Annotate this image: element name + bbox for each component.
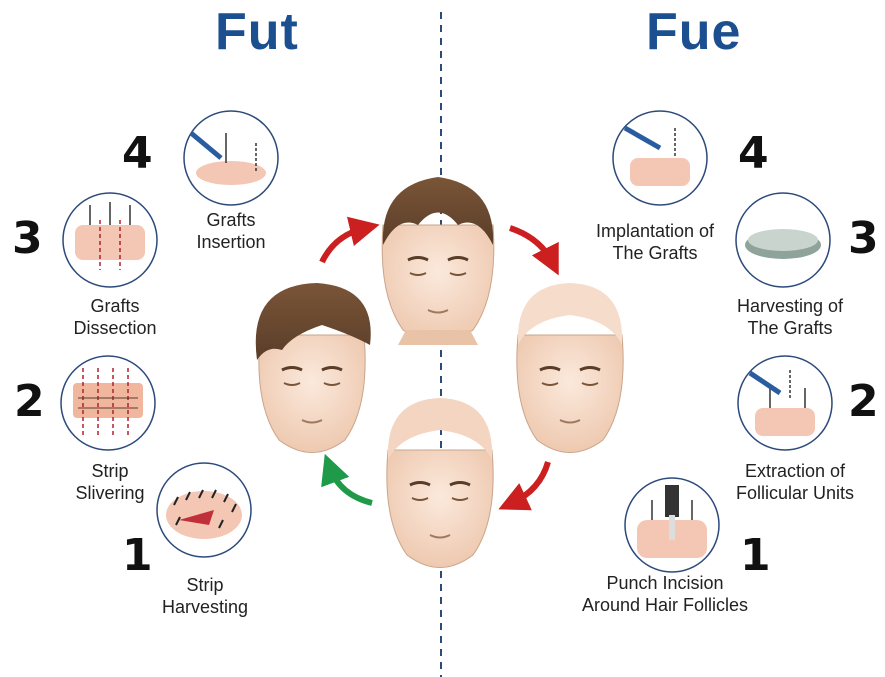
fut-step-1-caption: Strip Harvesting: [150, 574, 260, 618]
fue-step-2-caption: Extraction of Follicular Units: [715, 460, 875, 504]
fue-step-1-illustration: [625, 478, 719, 572]
fut-step-3-line1: Grafts: [55, 295, 175, 317]
fut-step-1-illustration: [157, 463, 251, 557]
fut-step-3-number: 3: [12, 213, 43, 264]
fut-step-2-line2: Slivering: [55, 482, 165, 504]
head-right: [517, 283, 623, 453]
fue-step-4-illustration: [613, 111, 707, 205]
fut-step-4-caption: Grafts Insertion: [176, 209, 286, 253]
arrow-left-to-top: [322, 228, 365, 262]
fue-step-1-line2: Around Hair Follicles: [560, 594, 770, 616]
fue-step-2-line1: Extraction of: [715, 460, 875, 482]
fut-step-4-number: 4: [122, 128, 153, 179]
fue-step-2-line2: Follicular Units: [715, 482, 875, 504]
fue-step-3-caption: Harvesting of The Grafts: [710, 295, 870, 339]
fue-step-3-line2: The Grafts: [710, 317, 870, 339]
arrow-top-to-right: [510, 228, 552, 262]
fut-step-4-illustration: [184, 111, 278, 205]
fue-step-4-number: 4: [738, 128, 769, 179]
fue-step-3-line1: Harvesting of: [710, 295, 870, 317]
fue-step-2-number: 2: [848, 376, 879, 427]
fut-step-3-line2: Dissection: [55, 317, 175, 339]
arrow-bottom-to-left: [330, 468, 372, 503]
fue-step-1-line1: Punch Incision: [560, 572, 770, 594]
fut-step-3-illustration: [63, 193, 157, 287]
fut-step-2-illustration: [61, 356, 155, 450]
fut-step-2-caption: Strip Slivering: [55, 460, 165, 504]
fut-step-1-line2: Harvesting: [150, 596, 260, 618]
fue-step-2-illustration: [738, 356, 832, 450]
fue-step-3-illustration: [736, 193, 830, 287]
fut-step-3-caption: Grafts Dissection: [55, 295, 175, 339]
fut-step-2-line1: Strip: [55, 460, 165, 482]
fut-step-4-line2: Insertion: [176, 231, 286, 253]
fut-step-2-number: 2: [14, 376, 45, 427]
fut-step-1-number: 1: [122, 530, 153, 581]
head-bottom: [387, 398, 493, 568]
fue-step-4-line2: The Grafts: [570, 242, 740, 264]
arrow-right-to-bottom: [512, 462, 548, 503]
fut-step-1-line1: Strip: [150, 574, 260, 596]
head-top: [382, 177, 494, 345]
fue-step-4-line1: Implantation of: [570, 220, 740, 242]
fue-step-1-caption: Punch Incision Around Hair Follicles: [560, 572, 770, 616]
head-left: [256, 283, 371, 453]
fue-step-4-caption: Implantation of The Grafts: [570, 220, 740, 264]
fut-step-4-line1: Grafts: [176, 209, 286, 231]
fue-step-3-number: 3: [848, 213, 879, 264]
